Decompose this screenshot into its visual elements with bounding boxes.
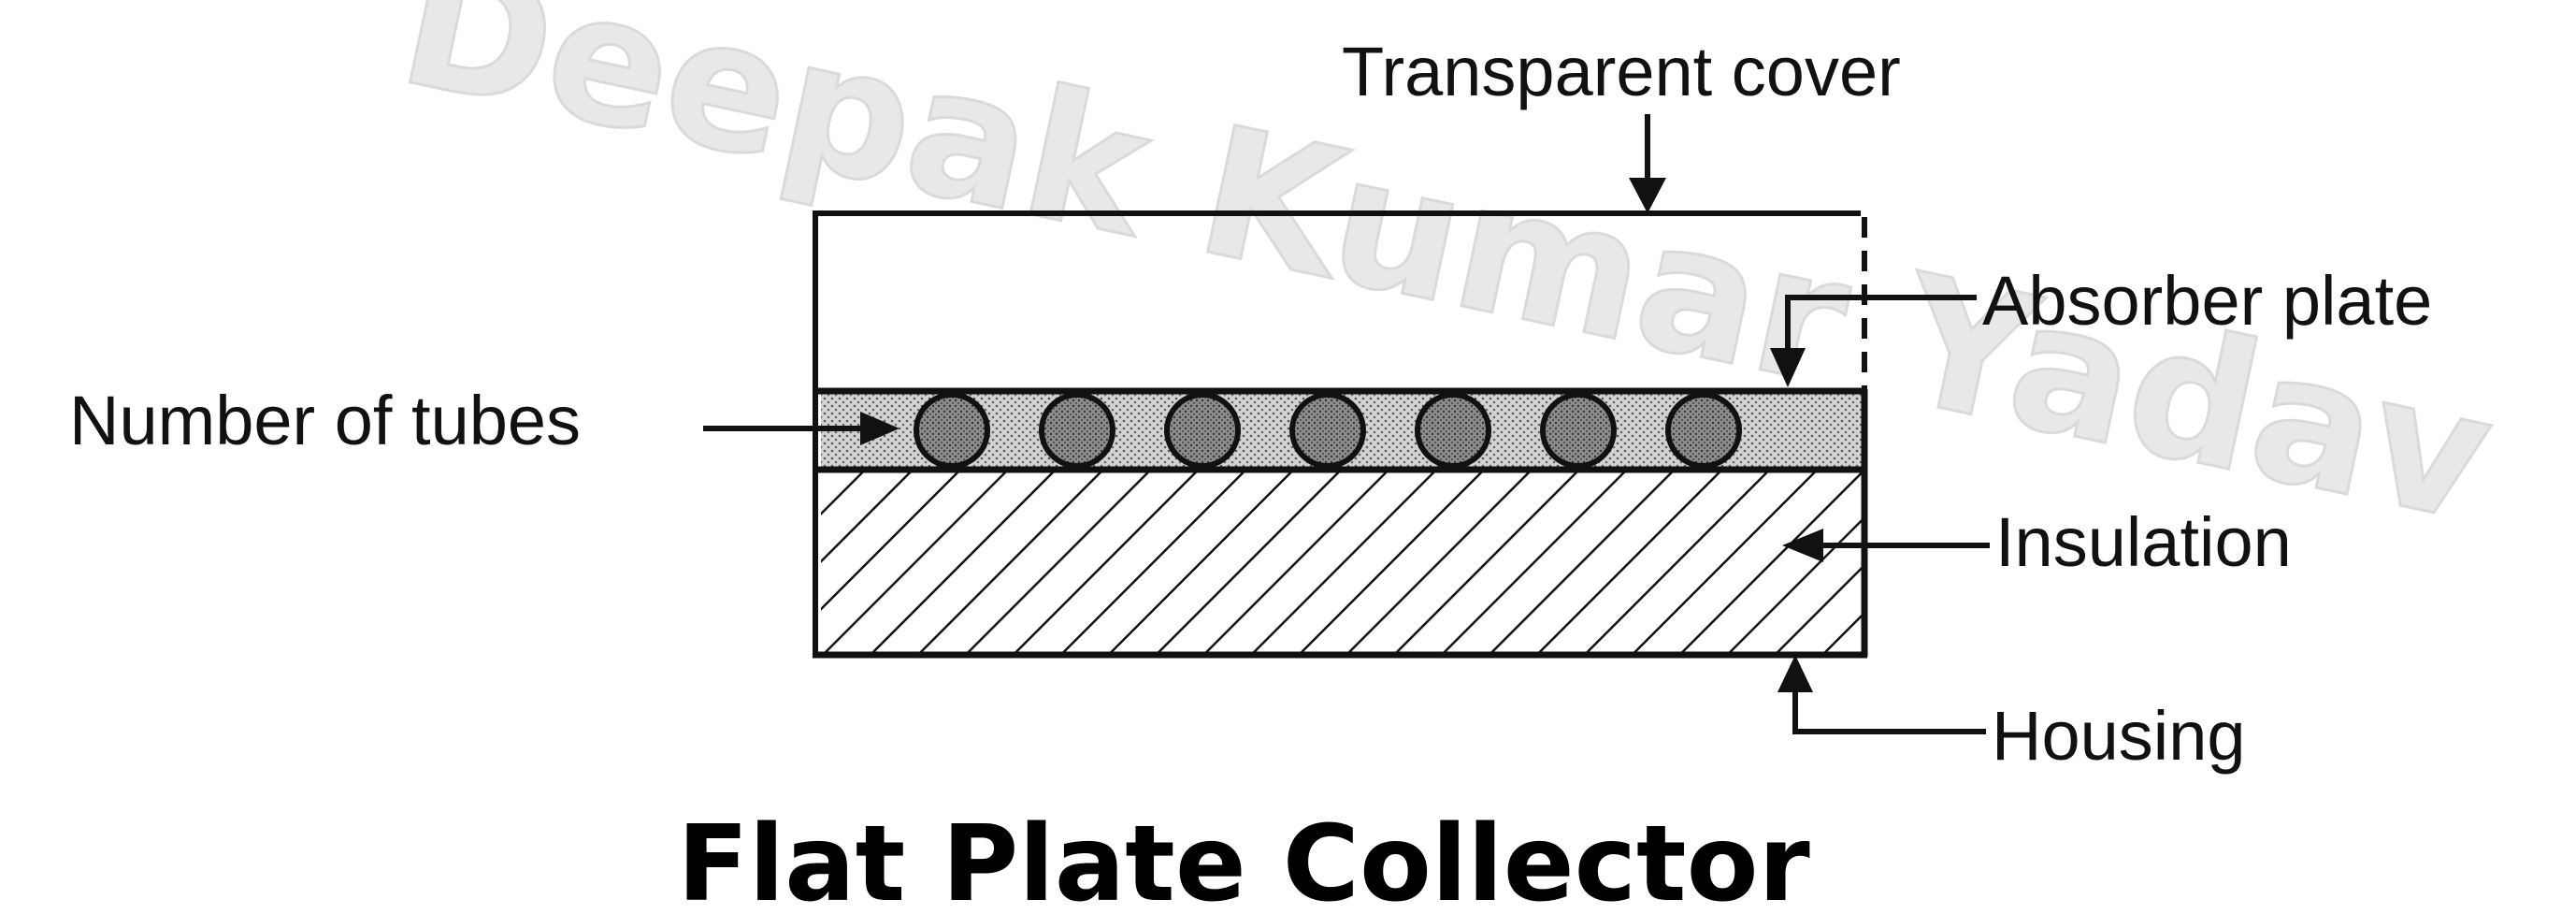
tube-3	[1164, 393, 1241, 468]
tube-4	[1289, 393, 1366, 468]
label-number-of-tubes: Number of tubes	[69, 382, 581, 459]
tube-7	[1665, 393, 1742, 468]
arrow-housing-head	[1777, 655, 1813, 692]
tube-6	[1540, 393, 1617, 468]
leader-housing	[1792, 689, 1986, 734]
arrow-insulation-head	[1782, 529, 1823, 562]
label-insulation: Insulation	[1995, 503, 2292, 581]
housing-body	[813, 210, 1868, 659]
diagram-title: Flat Plate Collector	[677, 804, 1810, 914]
arrow-transparent-cover-head	[1629, 178, 1666, 213]
arrow-absorber-plate-head	[1770, 348, 1806, 387]
label-absorber-plate: Absorber plate	[1982, 262, 2432, 340]
tube-1	[914, 393, 990, 468]
leader-absorber-plate	[1785, 295, 1977, 354]
arrow-number-of-tubes-head	[860, 412, 899, 445]
label-transparent-cover: Transparent cover	[1342, 33, 1901, 110]
tube-5	[1415, 393, 1491, 468]
tubes-group	[914, 393, 1742, 468]
label-housing: Housing	[1992, 697, 2246, 775]
tube-2	[1039, 393, 1115, 468]
insulation-layer	[821, 472, 1863, 652]
